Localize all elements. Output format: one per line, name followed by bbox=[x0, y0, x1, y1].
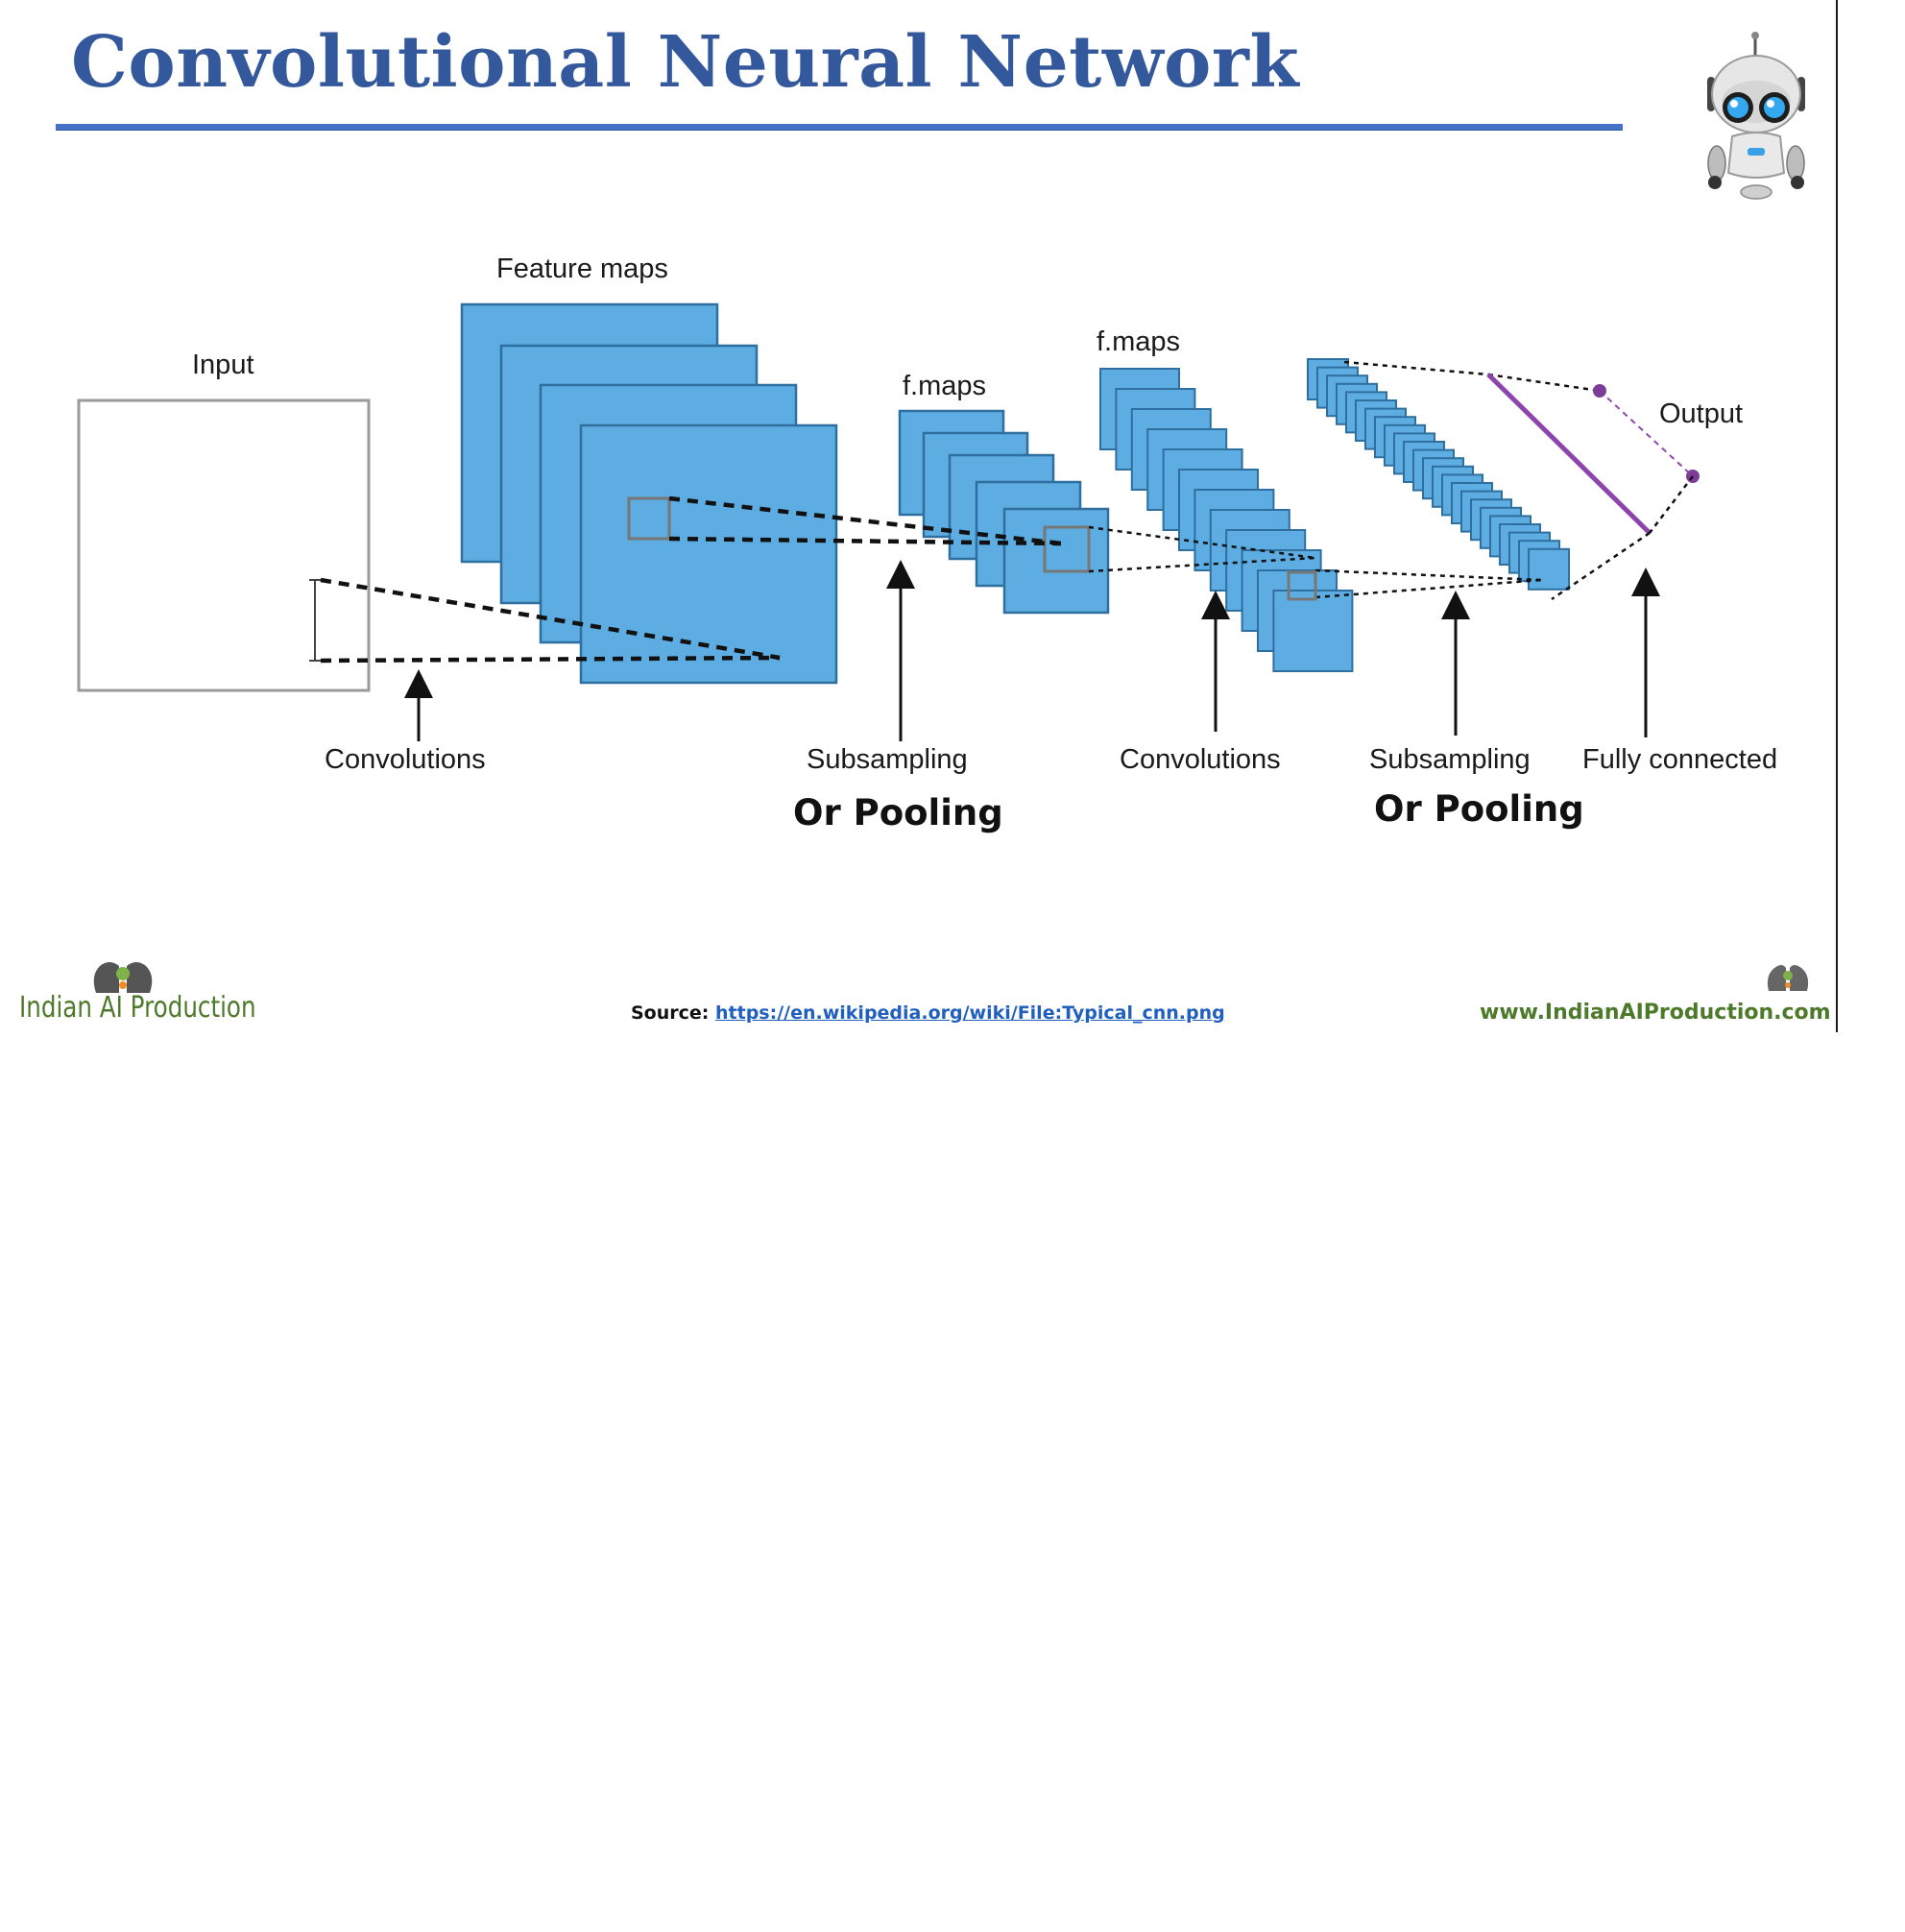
feature-maps-label: Feature maps bbox=[496, 254, 668, 284]
conv-map-2 bbox=[1272, 590, 1354, 672]
pool-projection-1 bbox=[668, 495, 1062, 546]
stage-sublabel-pooling-1: Or Pooling bbox=[793, 792, 1003, 833]
receptive-field bbox=[627, 496, 671, 541]
feature-maps-stack bbox=[460, 302, 838, 685]
pooled-map-2 bbox=[1528, 547, 1570, 591]
stage-label-fully-connected: Fully connected bbox=[1582, 744, 1778, 775]
conv-maps-stack-2 bbox=[1099, 368, 1354, 672]
twin-heads-small-logo-icon bbox=[1767, 965, 1809, 991]
cnn-diagram bbox=[77, 302, 1700, 741]
stage-sublabel-pooling-2: Or Pooling bbox=[1374, 788, 1584, 830]
slide: Convolutional Neural Network bbox=[19, 21, 1831, 1025]
feature-map bbox=[579, 423, 838, 685]
title-underline bbox=[56, 124, 1623, 131]
subsampled-map bbox=[1002, 507, 1110, 615]
source-link[interactable]: https://en.wikipedia.org/wiki/File:Typic… bbox=[715, 1002, 1225, 1024]
stage-label-subsampling-2: Subsampling bbox=[1369, 744, 1531, 775]
subsampled-maps-stack bbox=[898, 409, 1110, 615]
fully-connected-layer bbox=[1343, 360, 1700, 601]
output-label: Output bbox=[1659, 398, 1744, 429]
brand-name: Indian AI Production bbox=[19, 991, 256, 1025]
source-label: Source: bbox=[631, 1002, 710, 1024]
slide-title: Convolutional Neural Network bbox=[71, 21, 1300, 104]
output-node bbox=[1593, 384, 1606, 398]
conv-projection-1 bbox=[320, 577, 781, 664]
robot-mascot-icon bbox=[1707, 32, 1805, 200]
input-image bbox=[77, 398, 371, 692]
stage-label-convolutions-2: Convolutions bbox=[1120, 744, 1281, 775]
pooled-maps-stack-2 bbox=[1307, 358, 1570, 591]
pool-projection-2 bbox=[1287, 568, 1543, 601]
website-link[interactable]: www.IndianAIProduction.com bbox=[1480, 1001, 1831, 1025]
receptive-field bbox=[1043, 525, 1091, 573]
slide-edge-border bbox=[1836, 0, 1838, 1032]
stage-label-subsampling-1: Subsampling bbox=[807, 744, 968, 775]
stage-label-convolutions-1: Convolutions bbox=[325, 744, 486, 775]
fmaps-label-1: f.maps bbox=[903, 371, 987, 401]
stage-arrows bbox=[404, 560, 1660, 741]
source-citation: Source: https://en.wikipedia.org/wiki/Fi… bbox=[631, 1002, 1225, 1024]
twin-heads-logo-icon bbox=[93, 962, 153, 993]
fmaps-label-2: f.maps bbox=[1097, 326, 1181, 357]
input-label: Input bbox=[192, 350, 254, 380]
